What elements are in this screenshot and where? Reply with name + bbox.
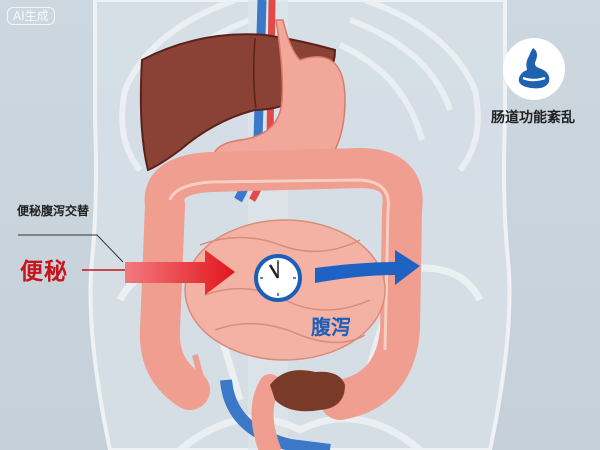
rectum [251,374,281,450]
pointer-line [18,234,124,263]
legend-title: 肠道功能紊乱 [491,110,575,126]
lower-vein [220,379,331,450]
large-intestine [139,147,423,420]
stool [270,370,345,412]
constipation-arrow [125,250,235,295]
constipation-label: 便秘 [20,259,68,285]
diarrhea-label: 腹泻 [311,315,351,339]
legend-icon-circle [503,38,565,100]
diarrhea-arrow [315,250,420,285]
intestine-icon [518,48,550,89]
clock-icon [254,254,302,302]
ai-generated-badge: AI生成 [7,7,55,25]
alternating-label: 便秘腹泻交替 [17,204,90,218]
